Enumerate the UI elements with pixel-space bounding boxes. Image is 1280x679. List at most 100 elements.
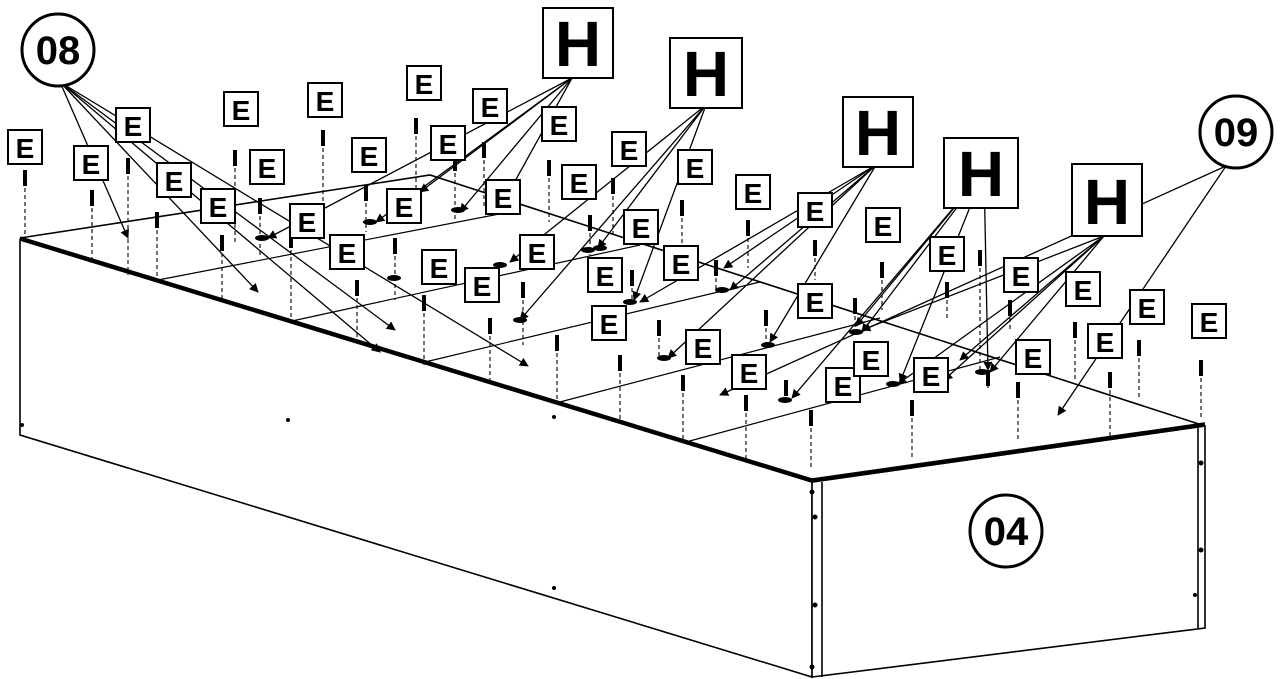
part-callout-04: 04 [968, 493, 1044, 569]
svg-text:E: E [740, 358, 759, 389]
screw-label-e: E [797, 283, 833, 319]
screw [414, 118, 418, 190]
bracket-mark [387, 275, 401, 281]
svg-text:E: E [232, 95, 251, 126]
bracket-label-h: H [943, 137, 1019, 210]
screw-label-e: E [731, 354, 767, 390]
screw [555, 335, 559, 400]
svg-text:E: E [1096, 327, 1115, 358]
screw-label-e: E [929, 236, 965, 272]
screw [809, 410, 813, 470]
leader-arrow [459, 77, 573, 213]
svg-text:E: E [1024, 343, 1043, 374]
screw [1073, 322, 1077, 380]
svg-text:E: E [415, 69, 434, 100]
svg-text:E: E [82, 149, 101, 180]
leader-arrow [632, 104, 707, 301]
screw [289, 232, 293, 320]
bracket-label-h: H [842, 96, 914, 169]
svg-text:E: E [258, 153, 277, 184]
svg-text:E: E [620, 135, 639, 166]
screw [744, 395, 748, 460]
bracket-mark [493, 262, 507, 268]
screw [1108, 372, 1112, 440]
part-number-08: 08 [36, 29, 81, 73]
screw-label-e: E [249, 149, 285, 185]
bracket-mark [886, 381, 900, 387]
bracket-mark [778, 397, 792, 403]
leader-arrow [597, 104, 707, 249]
svg-text:E: E [473, 271, 492, 302]
svg-text:E: E [834, 371, 853, 402]
bracket-label-h: H [1071, 163, 1143, 238]
svg-text:E: E [1138, 293, 1157, 324]
screw-label-e: E [591, 305, 627, 341]
screw-label-e: E [797, 192, 833, 228]
hole [809, 489, 815, 495]
svg-text:H: H [958, 138, 1004, 210]
screw [618, 355, 622, 420]
leader-arrow [943, 235, 1105, 381]
screw-label-e: E [1191, 303, 1227, 339]
screw [321, 130, 325, 205]
svg-text:E: E [439, 129, 458, 160]
screw [945, 282, 949, 320]
screw-label-e: E [472, 88, 508, 124]
screw-label-e: E [200, 188, 236, 224]
screw-label-e: E [421, 249, 457, 285]
svg-text:E: E [298, 207, 317, 238]
screw-label-e: E [1087, 323, 1123, 359]
screw [588, 215, 592, 255]
hole [809, 664, 815, 670]
svg-text:E: E [1200, 307, 1219, 338]
hole [552, 415, 556, 419]
bracket-mark [975, 369, 989, 375]
svg-text:E: E [481, 92, 500, 123]
screw-label-e: E [1065, 271, 1101, 307]
screw-label-e: E [485, 179, 521, 215]
svg-text:E: E [494, 183, 513, 214]
screw [611, 178, 615, 238]
screw-label-e: E [677, 149, 713, 185]
screw-label-e: E [351, 137, 387, 173]
screw-label-e: E [865, 207, 901, 243]
screw [1199, 360, 1203, 420]
leader-arrow [861, 235, 1105, 332]
svg-text:H: H [1084, 166, 1130, 238]
screw-label-e: E [561, 164, 597, 200]
svg-text:E: E [694, 333, 713, 364]
screw [364, 185, 368, 232]
top-front-edge [19, 236, 813, 482]
screw-label-e: E [913, 357, 949, 393]
screw-label-e: E [307, 82, 343, 118]
screw-label-e: E [1015, 339, 1051, 375]
screw-label-e: E [1003, 257, 1039, 293]
screw [910, 400, 914, 460]
screw [1137, 340, 1141, 400]
screw [657, 320, 661, 360]
screw-label-e: E [663, 245, 699, 281]
svg-text:E: E [165, 166, 184, 197]
svg-text:E: E [316, 86, 335, 117]
svg-text:H: H [683, 38, 729, 110]
svg-text:E: E [550, 110, 569, 141]
bracket-mark [363, 219, 377, 225]
bracket-mark [255, 235, 269, 241]
svg-text:E: E [938, 240, 957, 271]
leader-arrow [519, 104, 707, 321]
screw [453, 155, 457, 220]
svg-text:E: E [600, 309, 619, 340]
svg-text:E: E [672, 249, 691, 280]
svg-text:E: E [570, 168, 589, 199]
bracket-label-h: H [542, 7, 614, 80]
bracket-mark [849, 329, 863, 335]
screw [1016, 382, 1020, 440]
hole [20, 423, 24, 427]
svg-text:E: E [430, 253, 449, 284]
screw-label-e: E [7, 129, 43, 165]
bracket-mark [761, 342, 775, 348]
leader-arrow [667, 164, 877, 359]
part-callout-08: 08 [20, 12, 96, 88]
svg-text:E: E [338, 238, 357, 269]
part-number-09: 09 [1214, 111, 1259, 155]
